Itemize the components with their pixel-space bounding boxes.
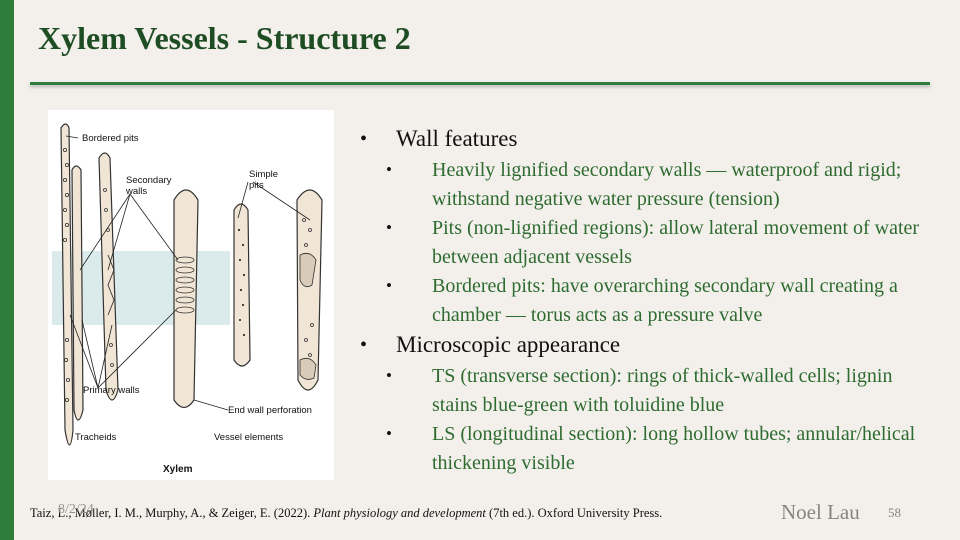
tracheid-1-pits: [62, 148, 70, 402]
slide-author: Noel Lau: [781, 500, 860, 524]
vessel-element-2-pits: [237, 228, 246, 337]
xylem-figure: Bordered pits Secondary walls Simple pit…: [48, 110, 334, 480]
tracheid-1: [60, 123, 74, 446]
left-accent-bar: [0, 0, 14, 540]
label-simple-pits-line2: pits: [249, 180, 264, 191]
vessel-element-2: [233, 203, 251, 367]
label-bordered-pits: Bordered pits: [82, 133, 139, 144]
label-vessel-elements: Vessel elements: [214, 432, 283, 443]
label-secondary-walls-line2: walls: [125, 186, 147, 197]
vessel-element-1-rings: [175, 256, 195, 314]
highlight-band-right: [204, 251, 230, 325]
end-wall-perforation-bottom: [299, 357, 317, 380]
tracheid-3-pits: [103, 188, 114, 367]
tracheid-3-zigzag: [107, 254, 115, 316]
tracheid-3: [98, 152, 119, 401]
label-end-wall-perforation: End wall perforation: [228, 405, 312, 416]
vessel-element-3: [296, 189, 323, 391]
label-tracheids: Tracheids: [75, 432, 117, 443]
figure-caption: Xylem: [163, 464, 193, 475]
label-secondary-walls-line1: Secondary: [126, 175, 172, 186]
bullet-wall-features: Wall features: [360, 124, 930, 154]
tracheid-2: [71, 165, 84, 421]
title-divider: [30, 82, 930, 85]
sub-bullet: Heavily lignified secondary walls — wate…: [360, 156, 930, 213]
sub-bullet: TS (transverse section): rings of thick-…: [360, 362, 930, 419]
xylem-diagram: Bordered pits Secondary walls Simple pit…: [52, 123, 323, 475]
citation-book-title: Plant physiology and development: [313, 506, 486, 520]
slide-date: 8/2/24: [58, 502, 94, 517]
citation-authors: Taiz, L., Møller, I. M., Murphy, A., & Z…: [30, 506, 314, 520]
slide-title: Xylem Vessels - Structure 2: [38, 20, 411, 56]
label-simple-pits-line1: Simple: [249, 169, 278, 180]
end-wall-perforation-top: [299, 252, 317, 288]
sub-bullet: Bordered pits: have overarching secondar…: [360, 272, 930, 329]
vessel-element-1: [173, 189, 199, 409]
sub-bullet: LS (longitudinal section): long hollow t…: [360, 420, 930, 477]
label-primary-walls: Primary walls: [83, 385, 140, 396]
bullet-list: Wall features Heavily lignified secondar…: [360, 124, 930, 478]
citation-publisher: (7th ed.). Oxford University Press.: [485, 506, 663, 520]
bullet-microscopic-appearance: Microscopic appearance: [360, 330, 930, 360]
page-number: 58: [888, 505, 901, 520]
sub-bullet: Pits (non-lignified regions): allow late…: [360, 214, 930, 271]
pointer-lines: [65, 135, 311, 411]
citation: Taiz, L., Møller, I. M., Murphy, A., & Z…: [30, 506, 662, 521]
vessel-element-3-pits: [302, 218, 314, 357]
